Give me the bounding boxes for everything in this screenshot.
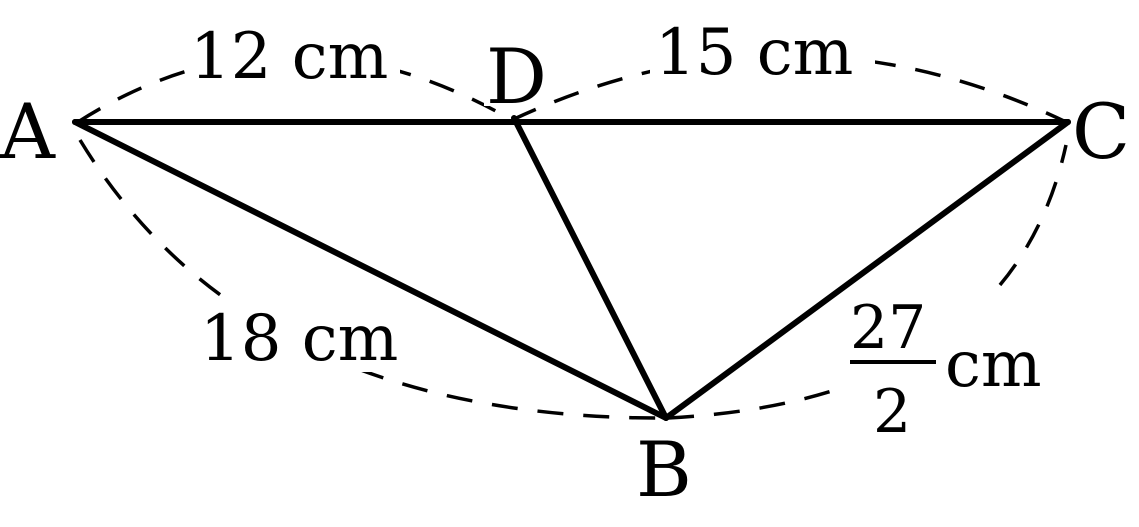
segment-ab	[72, 119, 669, 421]
fraction-denominator: 2	[873, 377, 911, 447]
label-bg-d	[484, 38, 550, 106]
segment-bc	[663, 119, 1071, 421]
length-label-ad: 12 cm	[190, 20, 388, 94]
fraction-numerator: 27	[850, 293, 926, 363]
label-bg-bc	[840, 290, 1060, 440]
label-bg-ad	[185, 22, 400, 88]
point-label-b: B	[636, 425, 692, 514]
segment-db	[511, 115, 669, 421]
length-label-dc: 15 cm	[655, 16, 853, 90]
fraction-unit: cm	[945, 328, 1042, 402]
arc-ab	[78, 139, 669, 420]
point-label-d: D	[486, 32, 547, 121]
label-bg-dc	[650, 18, 875, 84]
length-label-bc: 27 2 cm	[850, 293, 1042, 447]
label-bg-ab	[195, 300, 415, 372]
arc-ad	[77, 53, 513, 124]
point-label-a: A	[0, 87, 56, 176]
length-label-ab: 18 cm	[200, 302, 398, 376]
point-label-c: C	[1072, 87, 1130, 176]
